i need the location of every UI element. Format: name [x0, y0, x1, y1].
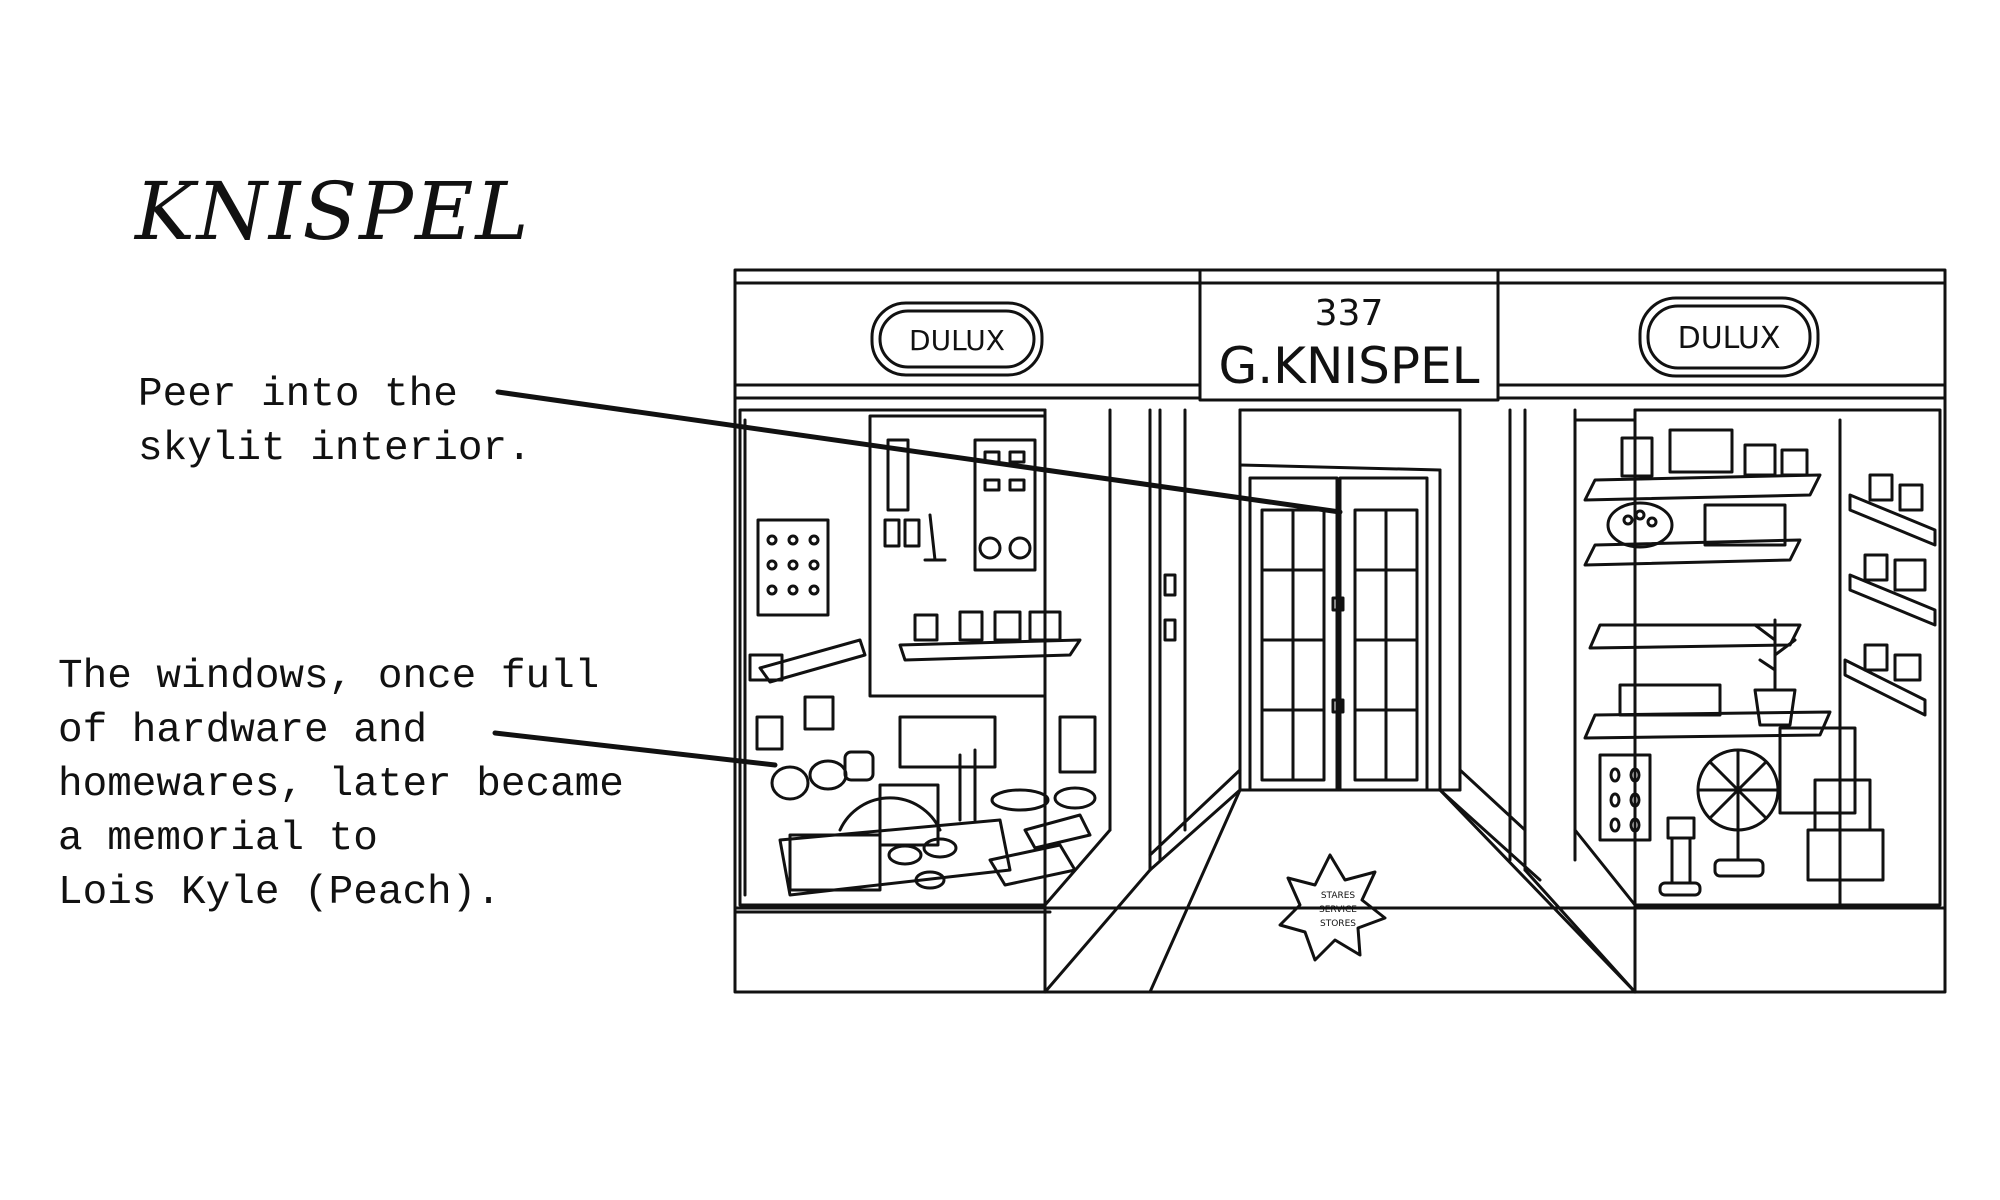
left-display-window [738, 408, 1152, 994]
interior-caption-line-2: skylit interior. [138, 426, 532, 472]
windows-caption-line-3: homewares, later became [58, 762, 624, 808]
doormat-star: STARES SERVICE STORES [1278, 853, 1387, 962]
shop-sign: 337 G.KNISPEL [1198, 268, 1500, 402]
shop-name: G.KNISPEL [1219, 337, 1480, 395]
dulux-right-label: DULUX [1678, 321, 1781, 356]
windows-caption-line-4: a memorial to [58, 816, 378, 862]
interior-caption-line-1: Peer into the [138, 372, 458, 418]
dulux-left-label: DULUX [909, 324, 1005, 357]
double-doors [1248, 476, 1429, 792]
mat-line-3: STORES [1320, 919, 1356, 929]
shop-number: 337 [1315, 293, 1384, 334]
windows-pointer-line [492, 730, 778, 768]
windows-caption-line-1: The windows, once full [58, 654, 600, 700]
dulux-sign-left: DULUX [870, 301, 1044, 377]
page-title: KNISPEL [135, 165, 531, 258]
windows-caption: The windows, once full of hardware and h… [58, 650, 624, 920]
dulux-sign-right: DULUX [1638, 296, 1820, 378]
facade [733, 268, 1947, 994]
desk-fan [1696, 748, 1780, 878]
windows-caption-line-2: of hardware and [58, 708, 428, 754]
mat-line-2: SERVICE [1319, 905, 1357, 915]
mat-line-1: STARES [1321, 891, 1356, 901]
entry-recess [1148, 408, 1637, 994]
windows-caption-line-5: Lois Kyle (Peach). [58, 870, 501, 916]
interior-caption: Peer into the skylit interior. [138, 368, 532, 476]
interior-pointer-line [495, 389, 1343, 515]
right-display-window [1573, 408, 1942, 994]
